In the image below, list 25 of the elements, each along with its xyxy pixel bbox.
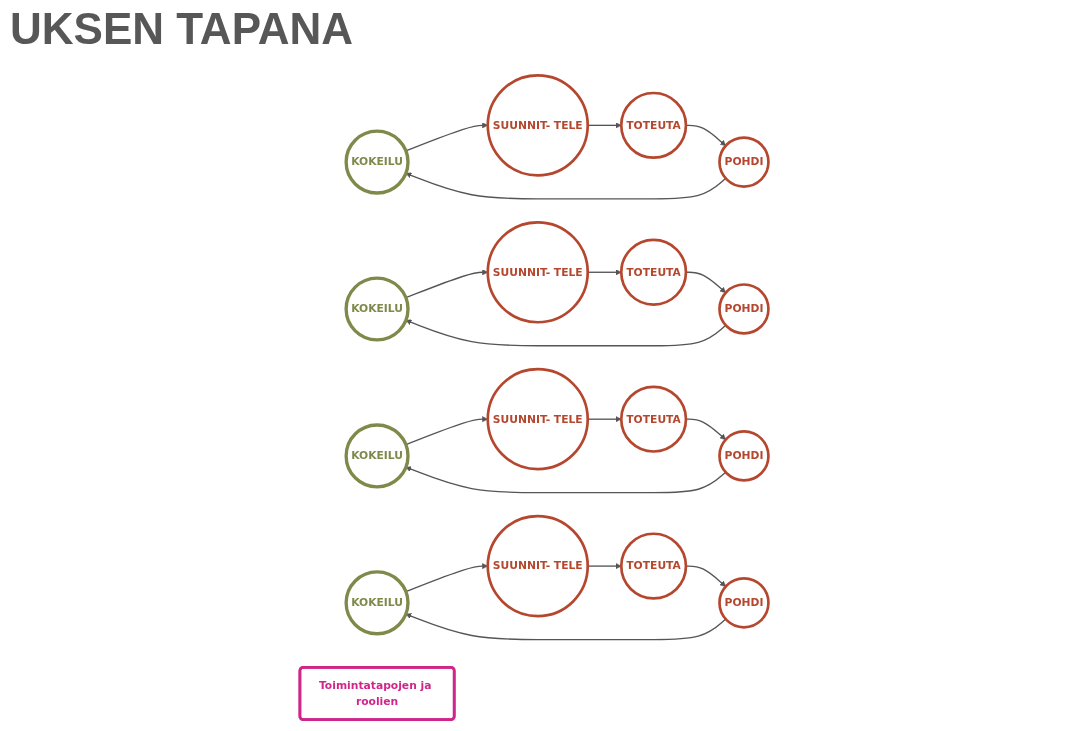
node-circle: SUUNNIT- TELE [486,74,590,177]
node-circle: TOTEUTA [620,91,688,159]
arrow [405,416,489,446]
node-circle: KOKEILU [344,129,410,195]
node-circle: TOTEUTA [620,238,688,306]
title: UKSEN TAPANA [10,4,354,54]
node-circle: SUUNNIT- TELE [486,367,590,471]
arrow [405,466,727,494]
arrow [405,269,489,299]
node-circle: POHDI [718,577,771,629]
node-circle: KOKEILU [344,276,410,342]
node-circle: POHDI [718,283,771,335]
node-circle: SUUNNIT- TELE [486,220,590,324]
arrow [405,319,727,347]
arrow [405,613,727,641]
node-circle: POHDI [718,430,771,482]
arrow [405,172,727,200]
node-circle: KOKEILU [344,423,410,489]
node-circle: POHDI [718,136,771,188]
node-circle: KOKEILU [344,570,410,636]
node-circle: TOTEUTA [620,385,688,453]
arrow [405,563,489,593]
arrow [587,122,622,129]
node-circle: SUUNNIT- TELE [486,514,590,618]
node-circle: TOTEUTA [620,532,688,600]
